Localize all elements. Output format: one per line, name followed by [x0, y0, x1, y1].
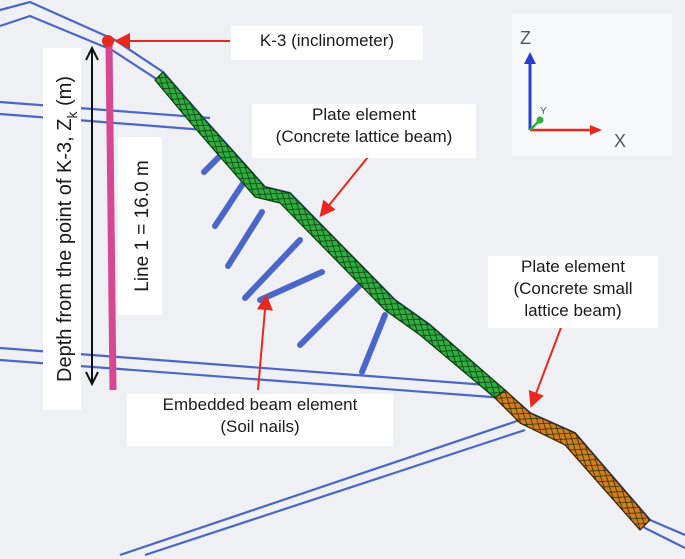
axes-triad: Z Y X — [512, 14, 672, 156]
concrete-small-lattice-beam — [494, 389, 651, 531]
depth-dimension-arrow — [85, 45, 99, 387]
layer-line-mid-1 — [0, 346, 501, 388]
plate-element-2-line2: (Concrete small — [513, 279, 633, 298]
embedded-beam-line1: Embedded beam element — [162, 395, 358, 414]
callout-arrows — [114, 33, 563, 408]
depth-axis-label-suffix: (m) — [54, 76, 76, 112]
embedded-beam-line2: (Soil nails) — [220, 417, 300, 436]
layer-line-top-1 — [0, 100, 211, 120]
k3-label-text: K-3 (inclinometer) — [259, 31, 395, 50]
line1-label-group: Line 1 = 16.0 m — [118, 137, 162, 315]
y-axis-label: Y — [540, 106, 547, 117]
soil-nail-2 — [212, 176, 249, 229]
depth-axis-label-group: Depth from the point of K-3, Zk (m) — [43, 48, 81, 410]
soil-nail-6 — [297, 280, 365, 348]
layer-line-low-1 — [119, 418, 521, 557]
plate-element-2-label: Plate element (Concrete small lattice be… — [488, 256, 658, 328]
depth-axis-label-subscript: k — [64, 111, 80, 119]
plate-element-1-callout-arrow — [319, 151, 373, 218]
soil-nail-3 — [225, 209, 265, 269]
soil-nail-7 — [359, 312, 388, 375]
x-axis-label: X — [614, 131, 626, 151]
inclinometer-line — [105, 41, 117, 391]
plate-element-1-line2: (Concrete lattice beam) — [275, 127, 453, 146]
plate-element-2-callout-arrow — [528, 324, 563, 408]
soil-nail-4 — [242, 237, 303, 301]
depth-axis-label-prefix: Depth from the point of K-3, Z — [54, 119, 76, 382]
layer-line-low-2 — [144, 428, 526, 557]
plate-element-1-label: Plate element (Concrete lattice beam) — [252, 104, 476, 158]
layer-line-top-2 — [0, 112, 206, 132]
layer-line-mid-2 — [0, 358, 506, 400]
embedded-beam-callout-arrow — [256, 294, 273, 391]
k3-label: K-3 (inclinometer) — [231, 26, 423, 60]
k3-point-marker — [102, 35, 114, 47]
soil-nail-1 — [201, 151, 225, 175]
embedded-beam-label: Embedded beam element (Soil nails) — [127, 394, 393, 446]
plate-element-2-line1: Plate element — [521, 257, 625, 276]
line1-label: Line 1 = 16.0 m — [132, 160, 153, 292]
axes-triad-background — [512, 14, 672, 156]
plate-element-2-line3: lattice beam) — [524, 301, 622, 320]
plate-element-1-line1: Plate element — [312, 105, 416, 124]
depth-axis-label: Depth from the point of K-3, Zk (m) — [54, 76, 80, 382]
z-axis-label: Z — [520, 28, 531, 48]
